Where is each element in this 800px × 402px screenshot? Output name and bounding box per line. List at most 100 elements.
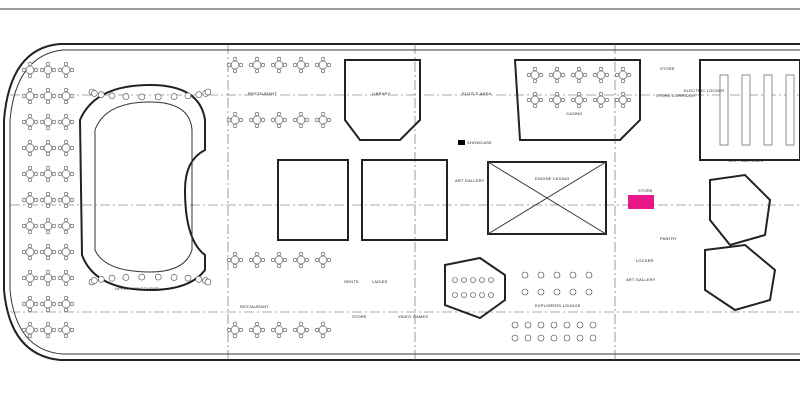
chair xyxy=(195,275,203,283)
chair xyxy=(63,113,69,119)
showcase-marker xyxy=(458,140,465,145)
chair xyxy=(51,275,57,281)
chair xyxy=(592,72,598,78)
chair xyxy=(33,327,39,333)
chair xyxy=(63,73,69,79)
chair xyxy=(526,72,532,78)
chair xyxy=(479,292,485,298)
chair xyxy=(57,119,63,125)
chair xyxy=(452,277,458,283)
chair xyxy=(27,125,33,131)
chair xyxy=(57,223,63,229)
chair xyxy=(552,95,562,105)
chair xyxy=(61,325,71,335)
label-art-gallery-2: ART GALLERY xyxy=(626,277,656,282)
chair xyxy=(69,223,75,229)
chair xyxy=(63,243,69,249)
chair xyxy=(524,321,532,329)
chair xyxy=(296,325,306,335)
chair xyxy=(21,223,27,229)
chair xyxy=(598,91,604,97)
chair xyxy=(326,257,332,263)
chair xyxy=(548,97,554,103)
chair xyxy=(61,65,71,75)
chair xyxy=(63,307,69,313)
chair xyxy=(537,288,545,296)
slot-machine-row xyxy=(741,74,751,146)
chair xyxy=(69,93,75,99)
chair xyxy=(63,139,69,145)
chair xyxy=(27,243,33,249)
chair xyxy=(61,143,71,153)
chair xyxy=(248,327,254,333)
chair xyxy=(39,197,45,203)
chair xyxy=(532,78,538,84)
chair xyxy=(620,78,626,84)
chair xyxy=(274,255,284,265)
chair xyxy=(27,113,33,119)
chair xyxy=(27,73,33,79)
chair xyxy=(204,278,212,286)
chair xyxy=(292,62,298,68)
chair xyxy=(63,61,69,67)
stair-core-right xyxy=(361,159,448,241)
label-video-games: VIDEO GAMES xyxy=(398,314,428,319)
chair xyxy=(33,119,39,125)
chair xyxy=(589,334,597,342)
chair xyxy=(585,288,593,296)
label-showcase: SHOWCASE xyxy=(467,140,492,145)
chair xyxy=(248,117,254,123)
chair xyxy=(232,263,238,269)
chair xyxy=(554,66,560,72)
label-locker: LOCKER xyxy=(636,258,654,263)
chair xyxy=(43,117,53,127)
chair xyxy=(63,281,69,287)
chair xyxy=(524,334,532,342)
chair xyxy=(298,56,304,62)
chair xyxy=(320,111,326,117)
chair xyxy=(598,66,604,72)
chair xyxy=(254,68,260,74)
chair xyxy=(39,93,45,99)
chair xyxy=(585,271,593,279)
chair xyxy=(598,78,604,84)
chair xyxy=(69,301,75,307)
chair xyxy=(553,288,561,296)
chair xyxy=(69,197,75,203)
library-room xyxy=(344,59,421,141)
chair xyxy=(27,321,33,327)
chair xyxy=(51,249,57,255)
chair xyxy=(108,92,116,100)
chair xyxy=(21,119,27,125)
label-gents: GENTS xyxy=(344,279,359,284)
chair xyxy=(184,274,192,282)
chair xyxy=(232,251,238,257)
chair xyxy=(260,257,266,263)
slot-machine-row xyxy=(785,74,795,146)
chair xyxy=(33,275,39,281)
chair xyxy=(69,119,75,125)
chair xyxy=(298,68,304,74)
chair xyxy=(314,327,320,333)
chair xyxy=(292,327,298,333)
chair xyxy=(232,321,238,327)
chair xyxy=(57,93,63,99)
chair xyxy=(39,301,45,307)
chair xyxy=(25,195,35,205)
chair xyxy=(570,72,576,78)
chair xyxy=(63,125,69,131)
chair xyxy=(461,292,467,298)
label-upper-concourse: UPPER CONCOURSE xyxy=(115,286,159,291)
furniture xyxy=(21,56,795,342)
chair xyxy=(232,68,238,74)
chair xyxy=(51,119,57,125)
chair xyxy=(260,62,266,68)
chair xyxy=(260,117,266,123)
chair xyxy=(620,66,626,72)
chair xyxy=(320,56,326,62)
chair xyxy=(238,327,244,333)
chair xyxy=(122,274,130,281)
chair xyxy=(252,115,262,125)
chair xyxy=(276,56,282,62)
chair xyxy=(232,56,238,62)
